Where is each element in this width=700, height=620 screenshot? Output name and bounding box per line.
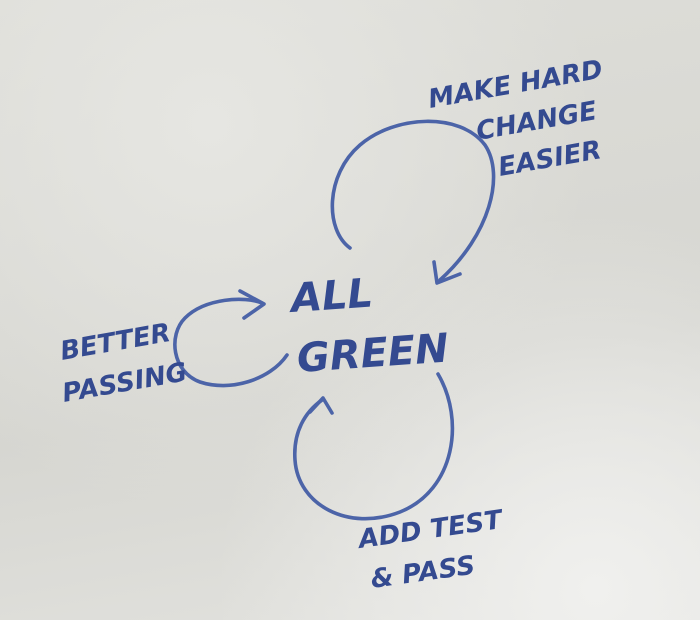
- top-loop-label-line3: EASIER: [496, 135, 604, 183]
- bottom-loop-label-line1: ADD TEST: [355, 505, 506, 555]
- center-label-line1: ALL: [286, 270, 374, 322]
- center-label-line2: GREEN: [295, 326, 450, 382]
- top-loop-arrow: [330, 119, 496, 282]
- top-loop-arrowhead: [432, 260, 462, 285]
- bottom-loop-arrowhead: [308, 396, 334, 415]
- left-loop-arrowhead: [238, 289, 266, 320]
- left-loop-label-line1: BETTER: [58, 318, 173, 367]
- left-loop-label-line2: PASSING: [60, 357, 189, 408]
- bottom-loop-label-line2: & PASS: [369, 551, 477, 595]
- bottom-loop-arrow: [293, 372, 455, 521]
- left-loop-arrow: [173, 297, 289, 388]
